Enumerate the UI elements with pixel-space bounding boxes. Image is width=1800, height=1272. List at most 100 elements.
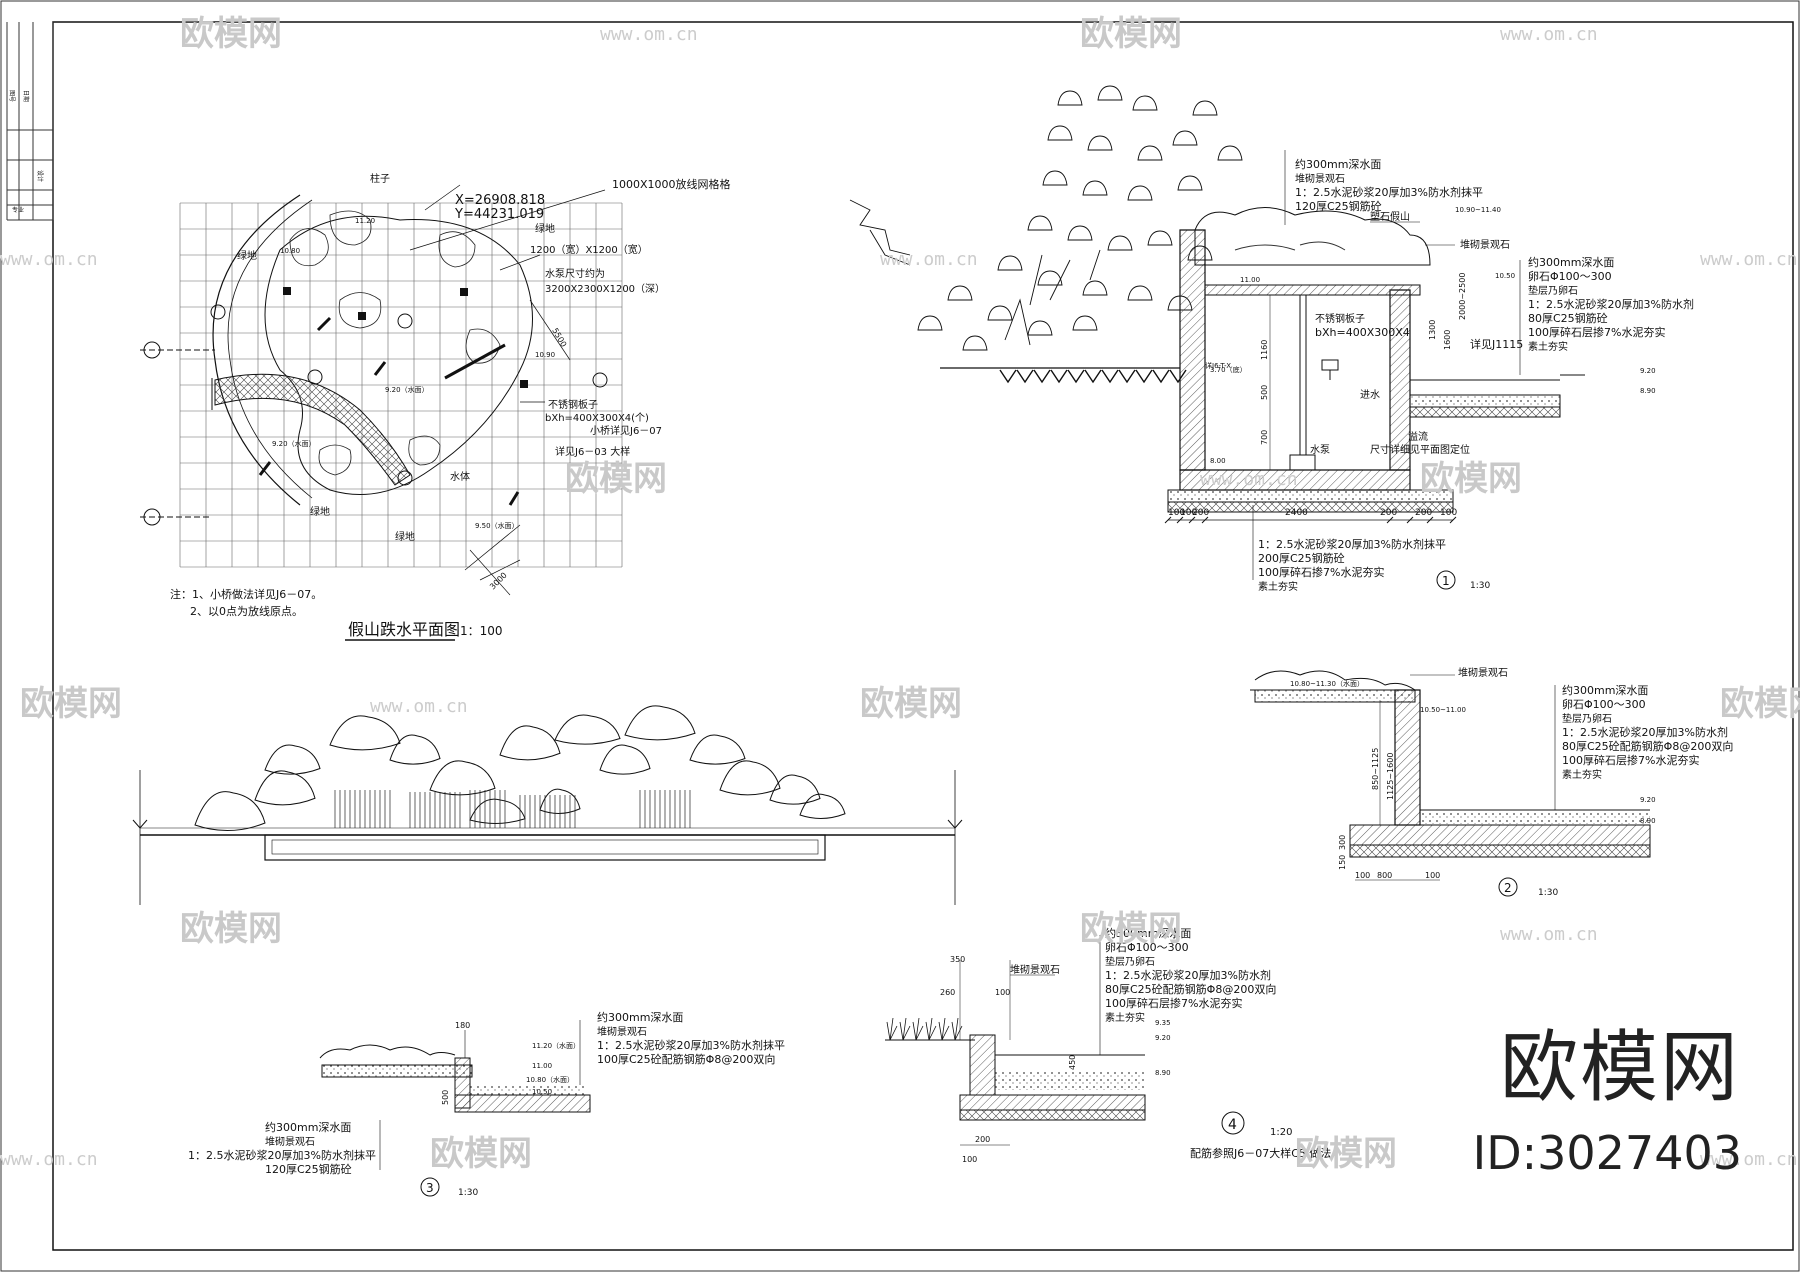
dim-tick bbox=[1201, 516, 1209, 524]
s1-steel: 不锈钢板子 bbox=[1315, 312, 1365, 325]
s1-bottom-1: 1：2.5水泥砂浆20厚加3%防水剂抹平 bbox=[1258, 537, 1446, 551]
watermark-brand: 欧模网 bbox=[180, 14, 282, 54]
s3-bot-2: 堆砌景观石 bbox=[265, 1136, 315, 1148]
elevation-view bbox=[132, 705, 963, 905]
s1-rock-label: 塑石假山 bbox=[1370, 210, 1410, 223]
leaf-blob bbox=[1037, 270, 1063, 286]
watermark-brand: 欧模网 bbox=[860, 684, 962, 724]
rock-shape bbox=[429, 760, 496, 796]
s1-dim-1: 100 bbox=[1168, 508, 1185, 518]
dim-tick bbox=[1386, 516, 1394, 524]
s2-scale: 1:30 bbox=[1538, 888, 1558, 898]
s4-label-4: 1：2.5水泥砂浆20厚加3%防水剂 bbox=[1105, 968, 1271, 982]
s2-label-2: 卵石Φ100～300 bbox=[1562, 698, 1646, 711]
plan-elev-a: 11.20 bbox=[355, 217, 375, 225]
dim-tick bbox=[1188, 516, 1196, 524]
s2-vdim-2: 1125~1600 bbox=[1386, 753, 1395, 800]
ground-mark bbox=[1016, 369, 1034, 384]
s3-top-1: 约300mm深水面 bbox=[597, 1011, 683, 1024]
ground-mark bbox=[1118, 369, 1136, 384]
s1-elev-5: 8.00 bbox=[1210, 457, 1226, 465]
watermark-url: www.om.cn bbox=[370, 696, 468, 717]
s1-drain: 溢流 bbox=[1408, 430, 1428, 443]
rock-shape bbox=[799, 793, 846, 819]
s1-steel-dim: bXh=400X300X4 bbox=[1315, 326, 1410, 339]
leaf-blob bbox=[997, 255, 1023, 271]
s1-stone-label: 堆砌景观石 bbox=[1460, 239, 1510, 251]
s1-label-3: 1：2.5水泥砂浆20厚加3%防水剂抹平 bbox=[1295, 185, 1483, 199]
s3-dim-2: 500 bbox=[441, 1090, 450, 1105]
s1-dim-6: 200 bbox=[1415, 508, 1432, 518]
s3-num: 3 bbox=[426, 1181, 434, 1195]
leaf-blob bbox=[917, 315, 943, 331]
grass-tuft bbox=[886, 1017, 898, 1041]
s1-right-4: 1：2.5水泥砂浆20厚加3%防水剂 bbox=[1528, 297, 1694, 311]
rock-shape bbox=[499, 725, 561, 761]
grass-tuft bbox=[938, 1017, 950, 1041]
plan-scale: 1：100 bbox=[460, 624, 503, 638]
leaf-blob bbox=[1172, 130, 1198, 146]
tb-row-3: 设计 bbox=[36, 170, 44, 182]
s1-right-3: 垫层乃卵石 bbox=[1528, 284, 1578, 297]
rock-shape bbox=[254, 770, 316, 806]
leaf-blob bbox=[1027, 320, 1053, 336]
plan-elev-b: 9.20（水面） bbox=[272, 439, 316, 448]
s3-bot-1: 约300mm深水面 bbox=[265, 1121, 351, 1134]
s4-ref: 配筋参照J6－07大样C5 做法 bbox=[1190, 1146, 1331, 1160]
s3-bot-3: 1：2.5水泥砂浆20厚加3%防水剂抹平 bbox=[188, 1148, 376, 1162]
leaf-blob bbox=[1027, 215, 1053, 231]
s4-label-2: 卵石Φ100～300 bbox=[1105, 941, 1189, 954]
s2-vdim-3: 150 bbox=[1338, 855, 1347, 870]
plan-coord-x: X=26908.818 bbox=[455, 193, 545, 208]
plan-green-2: 绿地 bbox=[535, 222, 555, 235]
watermark-brand: 欧模网 bbox=[180, 909, 282, 949]
s2-elev-2: 10.50~11.00 bbox=[1420, 706, 1466, 714]
s2-label-1: 约300mm深水面 bbox=[1562, 684, 1648, 697]
s1-right-7: 素土夯实 bbox=[1528, 340, 1568, 353]
s1-vdim-4: 1300 bbox=[1428, 320, 1437, 340]
tree-foliage bbox=[849, 85, 1243, 351]
s1-right-6: 100厚碎石层掺7%水泥夯实 bbox=[1528, 325, 1665, 339]
s4-scale: 1:20 bbox=[1270, 1127, 1292, 1138]
plan-grid-label: 1000X1000放线网格格 bbox=[612, 177, 731, 191]
plan-detail-ref: 详见J6－03 大样 bbox=[555, 445, 630, 458]
s1-vdim-1: 1160 bbox=[1260, 340, 1269, 360]
tree-trunks bbox=[1004, 249, 1101, 346]
leaf-blob bbox=[1137, 145, 1163, 161]
leaf-blob bbox=[1042, 170, 1068, 186]
leaf-blob bbox=[962, 335, 988, 351]
dim-tick bbox=[1406, 516, 1414, 524]
s4-stone: 堆砌景观石 bbox=[1010, 964, 1060, 976]
ground-symbols bbox=[999, 369, 1187, 384]
watermark-brand: 欧模网 bbox=[1720, 684, 1800, 724]
leaf-blob bbox=[1147, 230, 1173, 246]
s4-label-7: 素土夯实 bbox=[1105, 1011, 1145, 1024]
s1-bottom-3: 100厚碎石掺7%水泥夯实 bbox=[1258, 565, 1384, 579]
s1-bottom-4: 素土夯实 bbox=[1258, 580, 1298, 593]
rock-shape bbox=[469, 798, 526, 824]
leaf-blob bbox=[1107, 235, 1133, 251]
inner-border bbox=[52, 21, 1794, 1251]
plan-green-3: 绿地 bbox=[310, 505, 330, 518]
s1-dim-7: 100 bbox=[1440, 508, 1457, 518]
s1-dim-5: 200 bbox=[1380, 508, 1397, 518]
s1-scale: 1:30 bbox=[1470, 581, 1490, 591]
s1-dim-3: 200 bbox=[1192, 508, 1209, 518]
s3-scale: 1:30 bbox=[458, 1188, 478, 1198]
s2-elev-3: 9.20 bbox=[1640, 796, 1656, 804]
s1-pipe-ref: 详见J1115 bbox=[1470, 337, 1523, 351]
s1-size-note: 尺寸详细见平面图定位 bbox=[1370, 443, 1470, 456]
grass-tuft bbox=[925, 1017, 937, 1041]
plan-elev-d: 10.80 bbox=[280, 247, 300, 255]
s1-num: 1 bbox=[1442, 574, 1450, 588]
watermark-url: www.om.cn bbox=[1500, 924, 1598, 945]
s1-vdim-5: 1600 bbox=[1443, 330, 1452, 350]
s3-top-3: 1：2.5水泥砂浆20厚加3%防水剂抹平 bbox=[597, 1038, 785, 1052]
plan-bridge bbox=[214, 373, 411, 486]
s3-dim-1: 180 bbox=[455, 1021, 470, 1030]
leaf-blob bbox=[1132, 95, 1158, 111]
s2-wall bbox=[1394, 689, 1421, 826]
s4-label-6: 100厚碎石层掺7%水泥夯实 bbox=[1105, 996, 1242, 1010]
rock-shape bbox=[554, 714, 621, 745]
plan-elev-e: 10.90 bbox=[535, 351, 555, 359]
